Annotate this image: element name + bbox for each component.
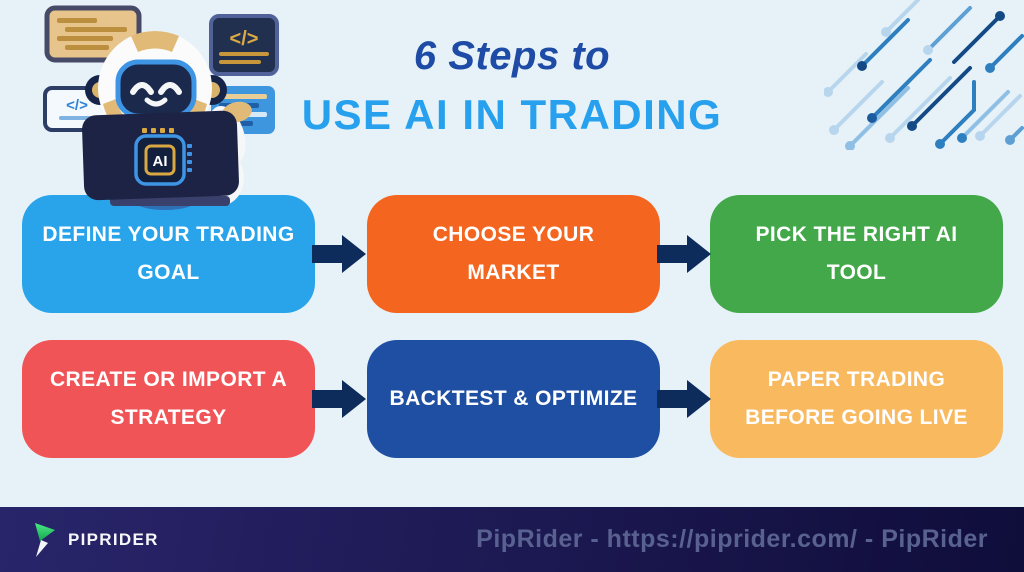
robot-visor <box>115 59 197 119</box>
arrow-right-icon <box>312 235 366 273</box>
arrow-right-icon <box>657 380 711 418</box>
circuit-pattern-icon <box>824 0 1024 150</box>
step-box-create-import-strategy: CREATE OR IMPORT A STRATEGY <box>22 340 315 458</box>
brand-name: PIPRIDER <box>68 529 159 549</box>
title-line-2: USE AI IN TRADING <box>301 91 723 138</box>
code-glyph: </> <box>66 97 88 114</box>
arrow-right-icon <box>312 380 366 418</box>
brand-block: PIPRIDER <box>32 521 159 559</box>
title-line-1: 6 Steps to <box>413 34 611 78</box>
step-box-backtest-optimize: BACKTEST & OPTIMIZE <box>367 340 660 458</box>
ai-chip-label: AI <box>153 153 168 170</box>
robot-mascot-illustration: </> </> <box>43 5 279 210</box>
code-glyph: </> <box>230 28 259 50</box>
step-box-choose-market: CHOOSE YOUR MARKET <box>367 195 660 313</box>
arrow-right-icon <box>657 235 711 273</box>
footer-bar: PIPRIDER PipRider - https://piprider.com… <box>0 507 1024 572</box>
step-box-pick-ai-tool: PICK THE RIGHT AI TOOL <box>710 195 1003 313</box>
code-window-dark-icon: </> <box>209 14 279 76</box>
laptop: AI <box>82 110 239 206</box>
page-title: 6 Steps to USE AI IN TRADING <box>0 34 1024 139</box>
step-box-paper-trading: PAPER TRADING BEFORE GOING LIVE <box>710 340 1003 458</box>
step-box-define-trading-goal: DEFINE YOUR TRADING GOAL <box>22 195 315 313</box>
ai-chip-icon: AI <box>134 128 192 186</box>
footer-credit-text: PipRider - https://piprider.com/ - PipRi… <box>476 525 988 553</box>
piprider-logo-icon <box>35 522 55 557</box>
